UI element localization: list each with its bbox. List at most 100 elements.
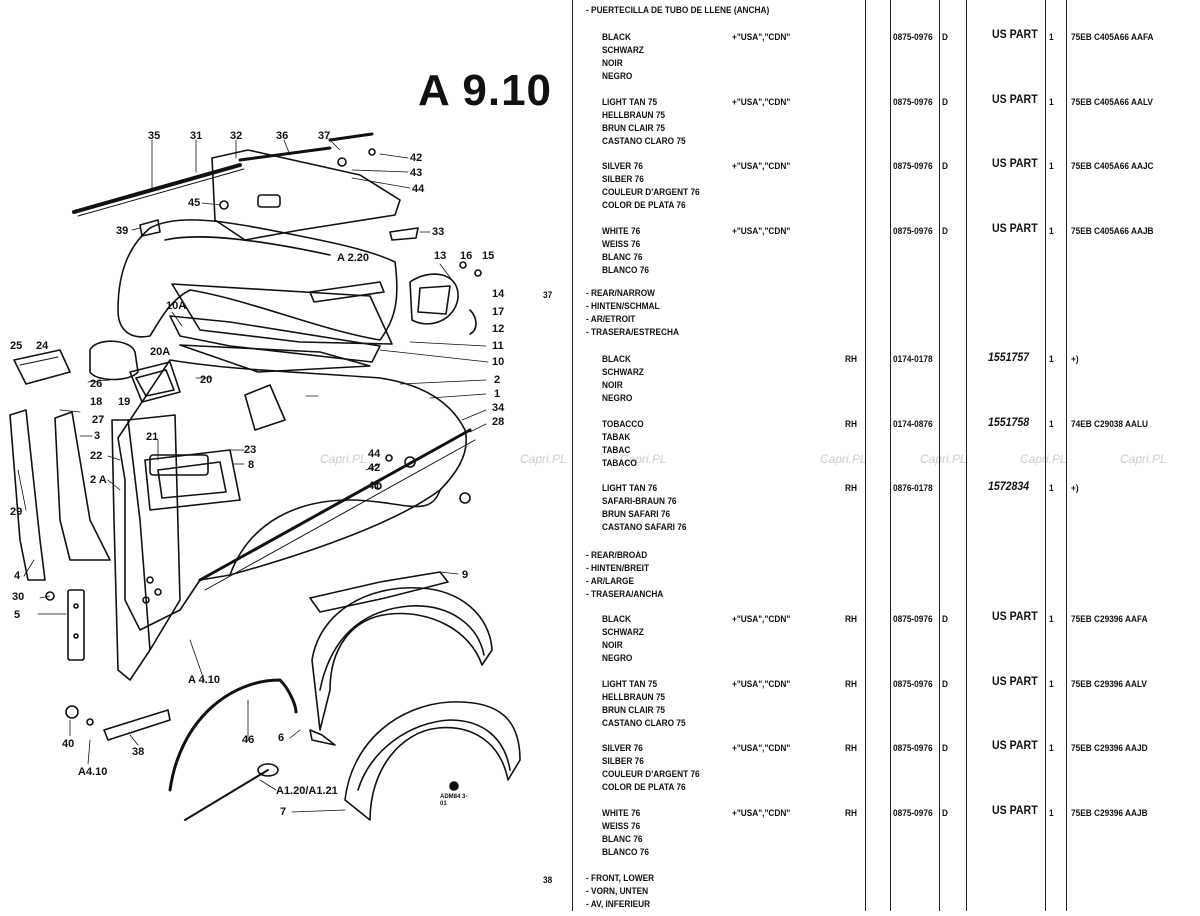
reference-number: 75EB C405A66 AAJC [1071,161,1154,171]
callout-2a: 2 A [90,474,107,486]
callout-46: 46 [242,734,255,746]
reference-number: 75EB C405A66 AAJB [1071,226,1154,236]
column-divider [865,0,866,911]
color-name: SILBER 76 [602,756,644,766]
watermark: Capri.PL [620,452,667,466]
reference-number: +) [1071,354,1079,364]
group-number: 37 [543,290,553,300]
side-code: RH [845,679,857,689]
callout-28: 28 [492,416,505,428]
callout-16: 16 [460,250,473,262]
callout-24: 24 [36,340,49,352]
callout-2: 2 [494,374,501,386]
reference-number: 75EB C405A66 AALV [1071,97,1153,107]
part-number: 1551758 [988,417,1030,429]
date-range: 0876-0178 [893,483,933,493]
color-name: BRUN CLAIR 75 [602,123,666,133]
market-note: +"USA","CDN" [732,32,791,42]
column-divider [572,0,573,911]
part-number: US PART [992,158,1038,170]
quantity: 1 [1049,226,1054,236]
color-name: TOBACCO [602,419,644,429]
color-name: BLANCO 76 [602,265,649,275]
color-name: SAFARI-BRAUN 76 [602,496,677,506]
callout-31: 31 [190,130,203,142]
usage-code: D [942,97,948,107]
exploded-parts-diagram: A 9.10 35 31 32 36 37 42 43 44 45 39 33 … [0,0,560,911]
watermark: Capri.PL [920,452,967,466]
quantity: 1 [1049,354,1054,364]
usage-code: D [942,614,948,624]
color-name: SCHWARZ [602,627,644,637]
callout-44-lower: 44 [368,448,381,460]
callout-13: 13 [434,250,447,262]
color-name: HELLBRAUN 75 [602,692,666,702]
color-name: WEISS 76 [602,239,641,249]
column-divider [890,0,891,911]
callout-a1: A1.20/A1.21 [276,785,338,797]
watermark: Capri.PL [520,452,567,466]
column-divider [1066,0,1067,911]
callout-10: 10 [492,356,505,368]
date-range: 0875-0976 [893,614,933,624]
callout-39: 39 [116,225,129,237]
group-description: - TRASERA/ANCHA [586,589,664,599]
group-description: - AR/ETROIT [586,314,636,324]
color-name: SILBER 76 [602,174,644,184]
usage-code: D [942,161,948,171]
color-name: NOIR [602,380,623,390]
callout-22: 22 [90,450,103,462]
date-range: 0875-0976 [893,97,933,107]
part-number: US PART [992,676,1038,688]
callout-11: 11 [492,340,504,352]
side-code: RH [845,354,857,364]
column-divider [939,0,940,911]
callout-33: 33 [432,226,445,238]
color-name: SCHWARZ [602,367,644,377]
color-name: NEGRO [602,653,633,663]
reference-number: 74EB C29038 AALU [1071,419,1149,429]
color-name: BRUN SAFARI 76 [602,509,671,519]
side-code: RH [845,419,857,429]
color-name: NEGRO [602,393,633,403]
callout-19: 19 [118,396,131,408]
color-name: CASTANO SAFARI 76 [602,522,687,532]
color-name: BRUN CLAIR 75 [602,705,666,715]
callout-36: 36 [276,130,289,142]
group-description: - TRASERA/ESTRECHA [586,327,679,337]
quantity: 1 [1049,32,1054,42]
part-number: US PART [992,740,1038,752]
callout-26: 26 [90,378,103,390]
quantity: 1 [1049,97,1054,107]
quantity: 1 [1049,679,1054,689]
usage-code: D [942,743,948,753]
callout-32: 32 [230,130,243,142]
watermark: Capri.PL [320,452,367,466]
color-name: CASTANO CLARO 75 [602,136,686,146]
side-code: RH [845,743,857,753]
callout-3: 3 [94,430,101,442]
color-name: BLANC 76 [602,252,643,262]
group-description: - FRONT, LOWER [586,873,655,883]
section-header: - PUERTECILLA DE TUBO DE LLENE (ANCHA) [586,5,770,15]
color-name: CASTANO CLARO 75 [602,718,686,728]
column-divider [1045,0,1046,911]
part-number: US PART [992,805,1038,817]
group-description: - AR/LARGE [586,576,634,586]
callout-8: 8 [248,459,255,471]
date-range: 0875-0976 [893,32,933,42]
body-panel-drawing [9,132,521,821]
callout-34: 34 [492,402,505,414]
callout-stamp: ADM84 3-01 [440,794,468,807]
page-title: A 9.10 [418,66,553,115]
watermark: Capri.PL [820,452,867,466]
callout-9: 9 [462,569,469,581]
quantity: 1 [1049,161,1054,171]
color-name: BLACK [602,32,631,42]
callout-40: 40 [62,738,75,750]
reference-number: 75EB C29396 AAJB [1071,808,1148,818]
date-range: 0875-0976 [893,226,933,236]
color-name: BLANC 76 [602,834,643,844]
callout-44: 44 [412,183,425,195]
part-number: US PART [992,94,1038,106]
